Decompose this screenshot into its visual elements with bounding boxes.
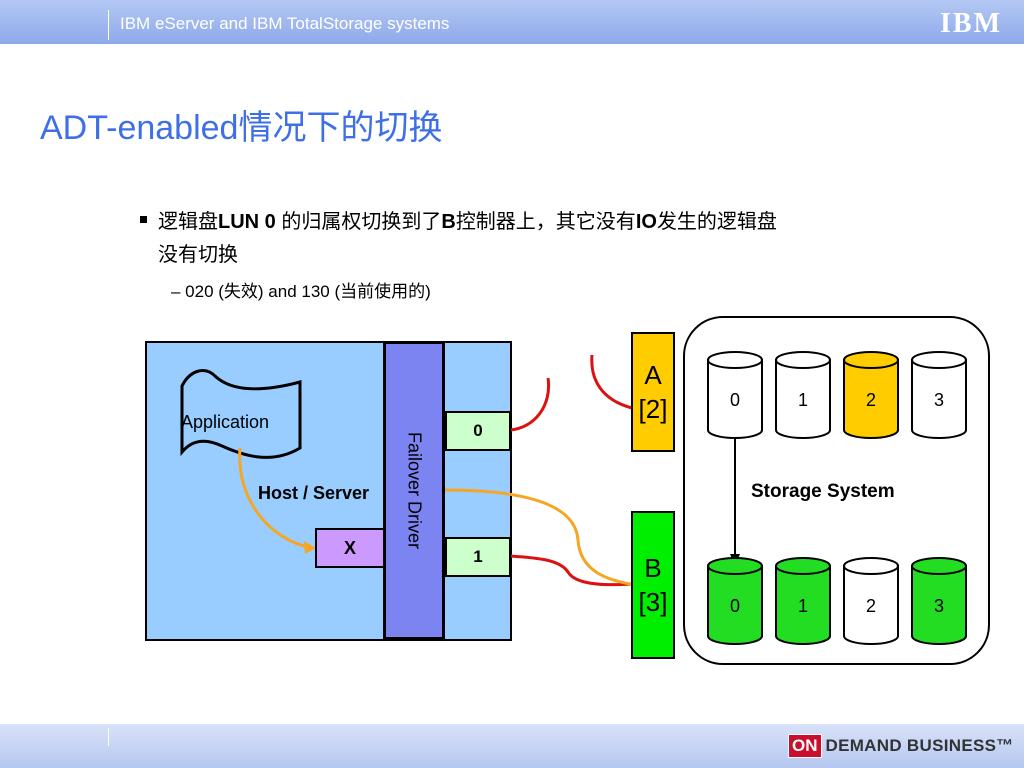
on-demand-business-logo: ON DEMAND BUSINESS™ <box>788 733 1014 759</box>
header-bar <box>0 0 1024 44</box>
storage-system-label: Storage System <box>751 481 895 502</box>
bottom-drive-1-label: 1 <box>797 596 808 616</box>
sub-bullet: – 020 (失效) and 130 (当前使用的) <box>171 282 431 301</box>
controller-b: B [3] <box>631 511 675 659</box>
top-drive-2-label: 2 <box>865 390 876 410</box>
bottom-drive-2-label: 2 <box>865 596 876 616</box>
controller-a-id: [2] <box>638 394 668 424</box>
bottom-drive-0-label: 0 <box>729 596 740 616</box>
port-1: 1 <box>445 537 511 577</box>
controller-a: A [2] <box>631 332 675 452</box>
page-title: ADT-enabled情况下的切换 <box>40 109 443 147</box>
footer-bar <box>0 724 1024 768</box>
header-divider <box>108 10 109 40</box>
controller-b-id: [3] <box>638 587 668 617</box>
top-drive-0-label: 0 <box>729 390 740 410</box>
header-title: IBM eServer and IBM TotalStorage systems <box>120 14 450 33</box>
host-server-label: Host / Server <box>258 483 370 503</box>
ibm-logo: IBM <box>940 8 1002 39</box>
failed-cable-top <box>509 377 551 432</box>
bullet-point: 逻辑盘LUN 0 的归属权切换到了B控制器上，其它没有IO发生的逻辑盘 <box>140 206 980 238</box>
failover-driver-box <box>383 341 445 640</box>
footer-divider <box>108 728 109 746</box>
top-drive-1-label: 1 <box>797 390 808 410</box>
controller-b-name: B <box>644 553 662 583</box>
red-cable-bottom <box>509 554 633 587</box>
bottom-drive-3-label: 3 <box>933 596 944 616</box>
port-0: 0 <box>445 411 511 451</box>
bullet-continuation: 没有切换 <box>158 244 238 266</box>
application-label: Application <box>181 412 270 432</box>
failed-hba: X <box>315 528 385 568</box>
top-drive-3-label: 3 <box>933 390 944 410</box>
bullet-square-icon <box>140 216 147 223</box>
failed-cable-controller-a <box>590 354 633 410</box>
controller-a-name: A <box>644 360 662 390</box>
failover-driver-label: Failover Driver <box>404 431 425 550</box>
bullet-text: 逻辑盘LUN 0 的归属权切换到了B控制器上，其它没有IO发生的逻辑盘 <box>158 211 777 233</box>
